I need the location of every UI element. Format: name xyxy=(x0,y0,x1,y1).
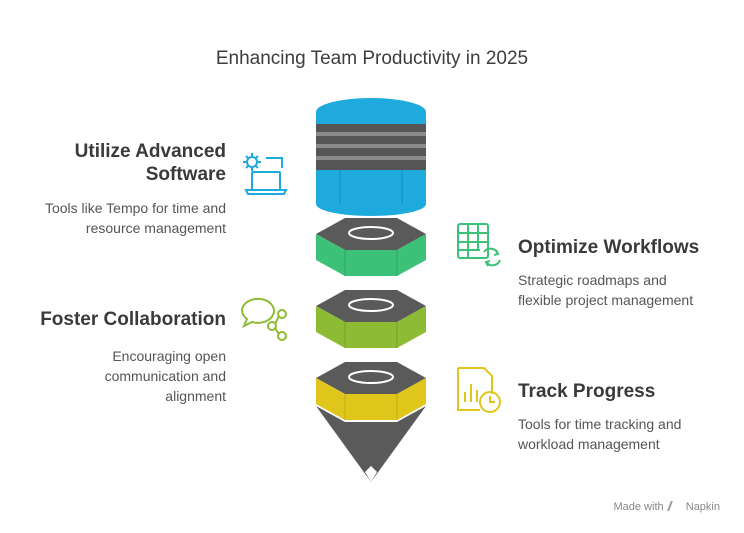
spreadsheet-refresh-icon xyxy=(457,223,501,267)
settings-laptop-icon xyxy=(243,153,288,195)
made-with-napkin: Made with Napkin xyxy=(613,501,720,513)
chat-share-icon xyxy=(240,297,287,341)
pencil-tip xyxy=(316,406,426,482)
napkin-logo-icon xyxy=(666,501,683,511)
item-heading-software: Utilize Advanced Software xyxy=(74,141,226,185)
item-heading-collaboration: Foster Collaboration xyxy=(40,309,226,330)
item-desc-software: Tools like Tempo for time and resource m… xyxy=(44,200,226,236)
item-heading-progress: Track Progress xyxy=(518,381,656,402)
item-desc-progress: Tools for time tracking and workload man… xyxy=(518,416,682,452)
green-hex-layer xyxy=(316,218,426,276)
item-heading-workflows: Optimize Workflows xyxy=(518,237,700,258)
item-desc-collaboration: Encouraging open communication and align… xyxy=(104,348,226,404)
lime-hex-layer xyxy=(316,290,426,348)
item-desc-workflows: Strategic roadmaps and flexible project … xyxy=(518,272,694,308)
yellow-hex-layer xyxy=(316,362,426,420)
top-cylinder-layer xyxy=(316,98,426,216)
diagram-title: Enhancing Team Productivity in 2025 xyxy=(215,48,529,69)
chart-clock-icon xyxy=(457,367,501,413)
